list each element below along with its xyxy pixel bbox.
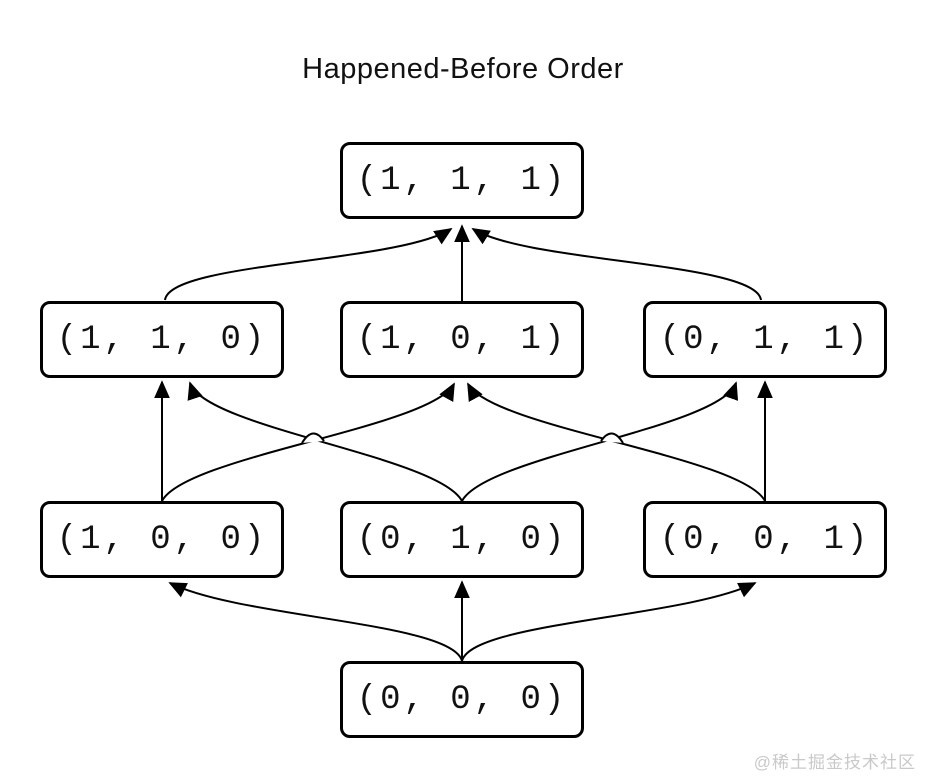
edge-000-001 bbox=[461, 582, 757, 662]
edge-100-101 bbox=[161, 382, 455, 502]
node-000: (0, 0, 0) bbox=[340, 661, 584, 738]
node-001: (0, 0, 1) bbox=[643, 501, 887, 578]
node-110: (1, 1, 0) bbox=[40, 301, 284, 378]
node-010: (0, 1, 0) bbox=[340, 501, 584, 578]
node-101: (1, 0, 1) bbox=[340, 301, 584, 378]
node-010-label: (0, 1, 0) bbox=[356, 520, 568, 559]
node-000-label: (0, 0, 0) bbox=[356, 680, 568, 719]
node-011: (0, 1, 1) bbox=[643, 301, 887, 378]
edge-000-100 bbox=[168, 582, 463, 662]
diagram-title: Happened-Before Order bbox=[302, 53, 624, 85]
edge-010-110 bbox=[187, 381, 463, 502]
node-011-label: (0, 1, 1) bbox=[659, 320, 871, 359]
node-111: (1, 1, 1) bbox=[340, 142, 584, 219]
node-100: (1, 0, 0) bbox=[40, 501, 284, 578]
edge-010-011 bbox=[461, 381, 738, 502]
watermark: @稀土掘金技术社区 bbox=[753, 753, 916, 772]
crossing-hop-right bbox=[600, 432, 624, 444]
node-001-label: (0, 0, 1) bbox=[659, 520, 871, 559]
crossing-hop-left bbox=[301, 432, 325, 444]
node-111-label: (1, 1, 1) bbox=[356, 161, 568, 200]
node-101-label: (1, 0, 1) bbox=[356, 320, 568, 359]
node-110-label: (1, 1, 0) bbox=[56, 320, 268, 359]
edge-001-101 bbox=[467, 382, 766, 502]
node-100-label: (1, 0, 0) bbox=[56, 520, 268, 559]
edge-110-111 bbox=[164, 228, 453, 301]
edge-011-111 bbox=[471, 228, 762, 301]
